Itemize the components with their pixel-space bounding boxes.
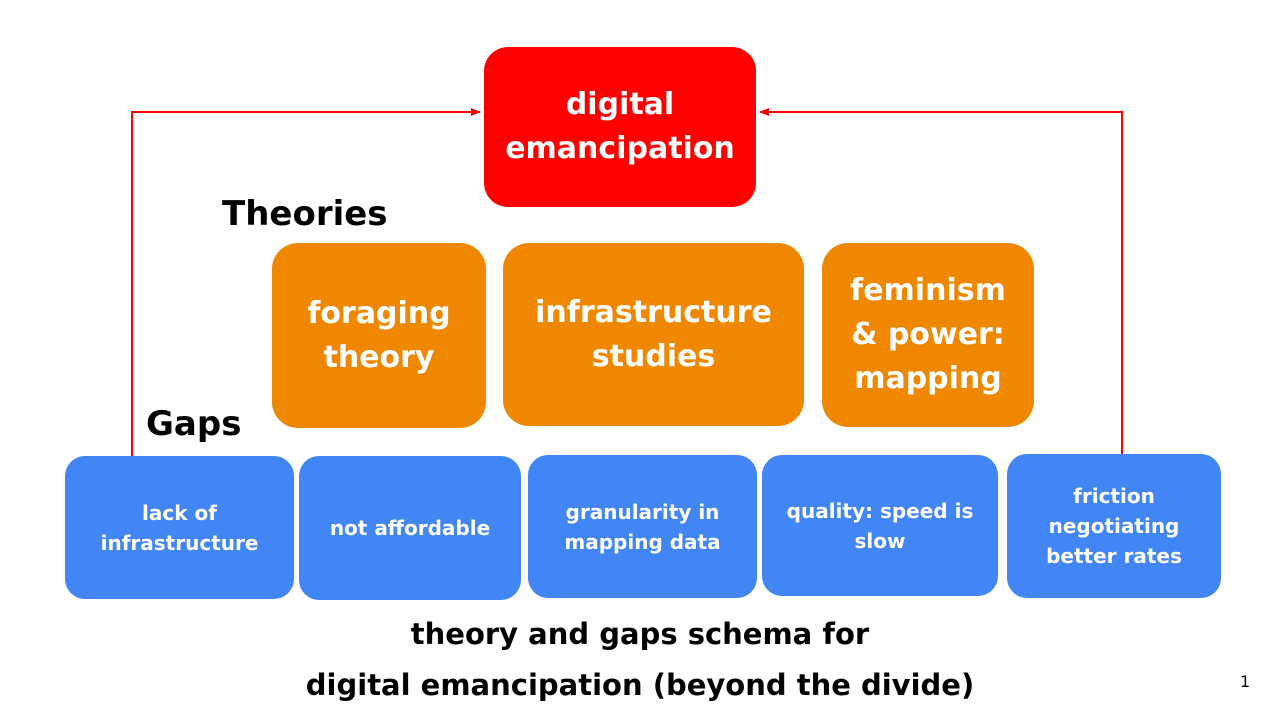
right-connector-arrow (759, 108, 1123, 454)
gap-box-friction-negotiating-better-rates: friction negotiating better rates (1007, 454, 1221, 598)
gap-label: granularity in mapping data (564, 499, 721, 554)
caption-line-1: theory and gaps schema for (410, 617, 870, 651)
theory-box-infrastructure-studies: infrastructure studies (503, 243, 804, 426)
caption-line-2: digital emancipation (beyond the divide) (305, 668, 975, 702)
theory-label: foraging theory (307, 295, 451, 375)
gap-box-quality-speed-is-slow: quality: speed is slow (762, 455, 998, 596)
gap-box-not-affordable: not affordable (299, 456, 521, 600)
left-connector-arrow (131, 108, 481, 456)
gaps-heading: Gaps (146, 404, 242, 444)
gap-label: quality: speed is slow (786, 498, 974, 553)
theories-heading: Theories (222, 194, 388, 234)
gap-box-lack-of-infrastructure: lack of infrastructure (65, 456, 294, 599)
goal-label: digital emancipation (505, 87, 735, 166)
theory-box-feminism-power-mapping: feminism & power: mapping (822, 243, 1034, 427)
theory-label: feminism & power: mapping (850, 273, 1006, 396)
theory-label: infrastructure studies (535, 294, 772, 374)
gap-label: friction negotiating better rates (1046, 484, 1182, 568)
gap-label: lack of infrastructure (100, 500, 259, 555)
gap-label: not affordable (329, 516, 491, 540)
page-number: 1 (1240, 672, 1251, 691)
gap-box-granularity-in-mapping-data: granularity in mapping data (528, 455, 757, 598)
goal-box-digital-emancipation: digital emancipation (484, 47, 756, 207)
theory-box-foraging-theory: foraging theory (272, 243, 486, 428)
